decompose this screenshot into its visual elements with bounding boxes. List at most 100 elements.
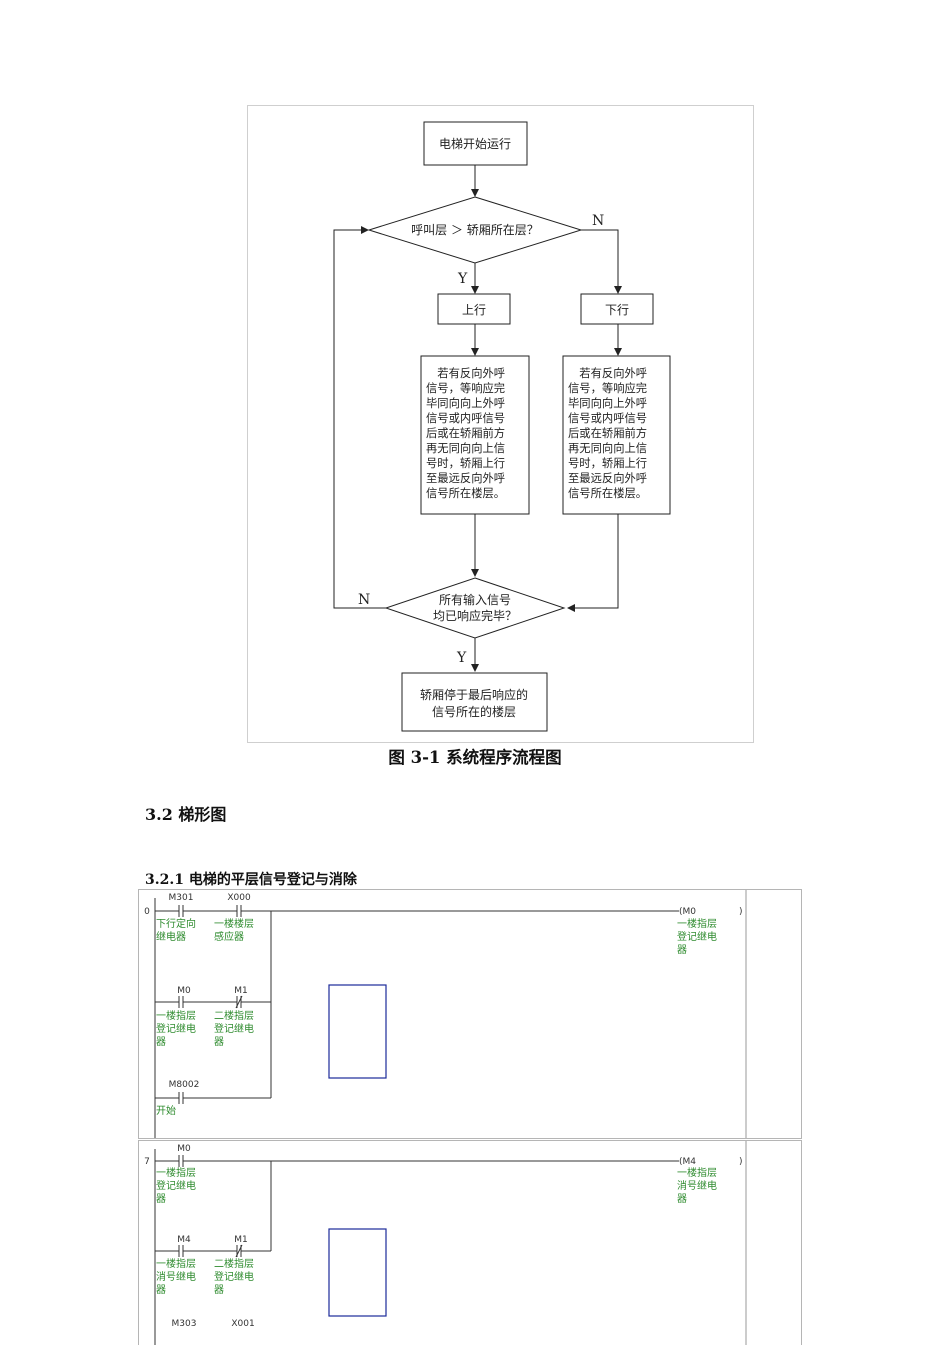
decision1-yes-label: Y [457, 271, 468, 287]
svg-text:(M0: (M0 [679, 907, 696, 917]
svg-text:登记继电: 登记继电 [156, 1022, 196, 1035]
svg-text:M303: M303 [172, 1319, 197, 1329]
placeholder-box [328, 1228, 387, 1317]
ladder-diagram-1: 0 M301 下行定向 继电器 X000 一楼楼层 感应器 M0 一楼指层 登记… [144, 890, 747, 1138]
start-label: 电梯开始运行 [439, 137, 511, 151]
svg-text:信号，等响应完: 信号，等响应完 [426, 381, 505, 395]
svg-text:开始: 开始 [156, 1104, 176, 1117]
svg-text:毕同向向上外呼: 毕同向向上外呼 [426, 396, 505, 410]
step-number: 0 [144, 907, 150, 917]
step-number: 7 [144, 1157, 150, 1167]
svg-text:登记继电: 登记继电 [156, 1179, 196, 1192]
svg-text:后或在轿厢前方: 后或在轿厢前方 [426, 426, 505, 440]
svg-text:二楼指层: 二楼指层 [214, 1257, 254, 1270]
svg-text:M4: M4 [177, 1235, 191, 1245]
svg-text:器: 器 [677, 944, 687, 956]
down-detail-text: 若有反向外呼 信号，等响应完 毕同向向上外呼 信号或内呼信号 后或在轿厢前方 再… [568, 366, 647, 500]
svg-text:登记继电: 登记继电 [214, 1270, 254, 1283]
svg-text:下行定向: 下行定向 [156, 917, 196, 930]
svg-text:至最远反向外呼: 至最远反向外呼 [426, 471, 505, 485]
end-box [401, 672, 548, 732]
contact-m0: M0 一楼指层 登记继电 器 [156, 986, 196, 1048]
svg-text:器: 器 [214, 1284, 224, 1296]
section-heading: 3.2 梯形图 [145, 805, 227, 824]
svg-text:若有反向外呼: 若有反向外呼 [426, 366, 505, 380]
down-label: 下行 [605, 303, 629, 317]
svg-text:一楼指层: 一楼指层 [677, 1166, 717, 1179]
svg-text:M0: M0 [177, 986, 191, 996]
svg-text:): ) [739, 907, 743, 917]
decision2-no-label: N [358, 592, 370, 608]
contact-m8002: M8002 开始 [156, 1080, 199, 1117]
svg-text:继电器: 继电器 [156, 930, 186, 943]
contact-m1-nc: M1 二楼指层 登记继电 器 [214, 1235, 254, 1296]
svg-text:M1: M1 [234, 986, 248, 996]
start-box [423, 121, 528, 166]
svg-text:信号，等响应完: 信号，等响应完 [568, 381, 647, 395]
contact-m301: M301 下行定向 继电器 [156, 893, 196, 943]
svg-text:毕同向向上外呼: 毕同向向上外呼 [568, 396, 647, 410]
end-label-line2: 信号所在的楼层 [432, 704, 516, 719]
svg-text:一楼指层: 一楼指层 [156, 1257, 196, 1270]
svg-text:X001: X001 [231, 1319, 254, 1329]
decision1-no-label: N [592, 213, 604, 229]
svg-text:M1: M1 [234, 1235, 248, 1245]
contact-m0: M0 一楼指层 登记继电 器 [156, 1144, 196, 1205]
svg-text:一楼楼层: 一楼楼层 [214, 917, 254, 930]
svg-text:一楼指层: 一楼指层 [156, 1009, 196, 1022]
svg-text:后或在轿厢前方: 后或在轿厢前方 [568, 426, 647, 440]
down-box [580, 293, 654, 325]
decision2-label-line1: 所有输入信号 [439, 592, 511, 607]
svg-text:器: 器 [214, 1036, 224, 1048]
decision2-label-line2: 均已响应完毕？ [433, 608, 517, 623]
svg-text:信号或内呼信号: 信号或内呼信号 [568, 411, 647, 425]
svg-text:器: 器 [156, 1193, 166, 1205]
svg-text:器: 器 [156, 1284, 166, 1296]
coil-m4: (M4 ) 一楼指层 消号继电 器 [677, 1157, 743, 1205]
decision2-diamond [384, 577, 566, 639]
svg-text:二楼指层: 二楼指层 [214, 1009, 254, 1022]
svg-text:消号继电: 消号继电 [677, 1179, 717, 1192]
contact-x000: X000 一楼楼层 感应器 [214, 893, 254, 943]
contact-x001: X001 [231, 1319, 254, 1329]
contact-m1-nc: M1 二楼指层 登记继电 器 [214, 986, 254, 1048]
svg-text:): ) [739, 1157, 743, 1167]
ladder-rung-1: 0 M301 下行定向 继电器 X000 一楼楼层 感应器 M0 一楼指层 登记… [138, 889, 802, 1139]
end-label-line1: 轿厢停于最后响应的 [420, 687, 528, 702]
svg-text:再无同向向上信: 再无同向向上信 [568, 441, 647, 455]
svg-text:登记继电: 登记继电 [214, 1022, 254, 1035]
flowchart: 电梯开始运行 呼叫层 ＞ 轿厢所在层？ N Y 上行 下行 若有反向外呼 信号，… [333, 121, 671, 732]
decision2-yes-label: Y [456, 650, 467, 666]
svg-text:信号所在楼层。: 信号所在楼层。 [568, 486, 647, 500]
contact-m4: M4 一楼指层 消号继电 器 [156, 1235, 196, 1296]
svg-text:号时，轿厢上行: 号时，轿厢上行 [426, 456, 505, 470]
subsection-heading: 3.2.1 电梯的平层信号登记与消除 [145, 872, 357, 888]
svg-text:M8002: M8002 [169, 1080, 200, 1090]
svg-text:(M4: (M4 [679, 1157, 696, 1167]
svg-text:器: 器 [677, 1193, 687, 1205]
svg-text:器: 器 [156, 1036, 166, 1048]
down-detail-box [562, 355, 671, 515]
svg-text:登记继电: 登记继电 [677, 930, 717, 943]
svg-text:M0: M0 [177, 1144, 191, 1154]
svg-text:若有反向外呼: 若有反向外呼 [568, 366, 647, 380]
svg-text:感应器: 感应器 [214, 930, 244, 943]
figure-caption: 图 3-1 系统程序流程图 [388, 748, 562, 767]
decision1-label: 呼叫层 ＞ 轿厢所在层？ [411, 222, 539, 237]
flowchart-frame: 电梯开始运行 呼叫层 ＞ 轿厢所在层？ N Y 上行 下行 若有反向外呼 信号，… [247, 105, 754, 743]
svg-text:信号或内呼信号: 信号或内呼信号 [426, 411, 505, 425]
svg-text:M301: M301 [169, 893, 194, 903]
up-label: 上行 [462, 303, 486, 317]
svg-text:信号所在楼层。: 信号所在楼层。 [426, 486, 505, 500]
svg-text:号时，轿厢上行: 号时，轿厢上行 [568, 456, 647, 470]
svg-text:再无同向向上信: 再无同向向上信 [426, 441, 505, 455]
ladder-rung-2: 7 M0 一楼指层 登记继电 器 M4 一楼指层 消号继电 器 M1 二楼指层 … [138, 1140, 802, 1345]
svg-text:一楼指层: 一楼指层 [156, 1166, 196, 1179]
placeholder-box [328, 984, 387, 1079]
svg-text:至最远反向外呼: 至最远反向外呼 [568, 471, 647, 485]
contact-m303: M303 [172, 1319, 197, 1329]
svg-text:消号继电: 消号继电 [156, 1270, 196, 1283]
coil-m0: (M0 ) 一楼指层 登记继电 器 [677, 907, 743, 956]
up-detail-text: 若有反向外呼 信号，等响应完 毕同向向上外呼 信号或内呼信号 后或在轿厢前方 再… [426, 366, 505, 500]
svg-text:X000: X000 [227, 893, 251, 903]
